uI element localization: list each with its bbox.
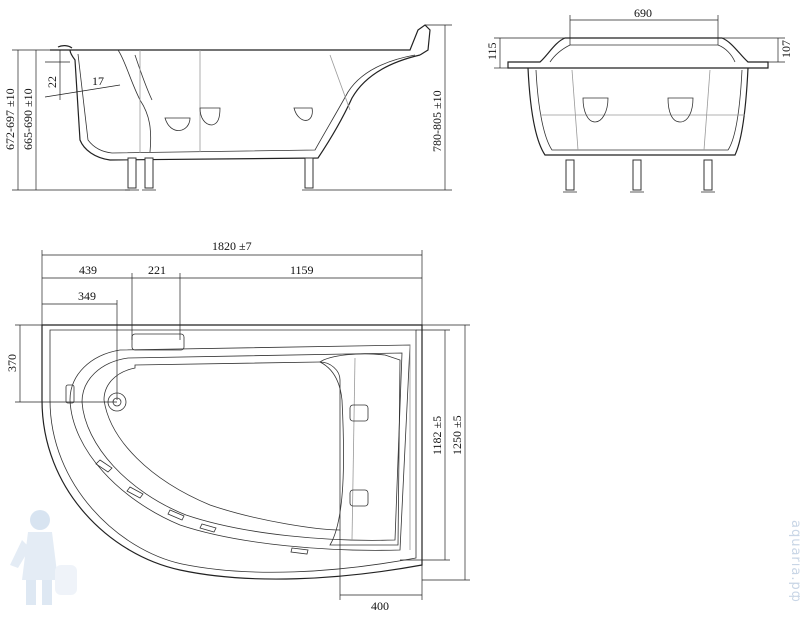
dim-side-height-b: 665-690 ±10: [21, 88, 35, 150]
side-view: [12, 24, 452, 191]
dim-side-17: 17: [92, 74, 104, 88]
dim-top-1182: 1182 ±5: [430, 416, 444, 455]
end-view: [494, 15, 785, 193]
dim-side-height-a: 672-697 ±10: [3, 88, 17, 150]
dim-top-221: 221: [148, 263, 166, 277]
dim-top-349: 349: [78, 289, 96, 303]
dim-top-400: 400: [371, 599, 389, 613]
plumber-logo: [10, 510, 77, 605]
dim-top-439: 439: [79, 263, 97, 277]
dim-end-115: 115: [485, 42, 499, 60]
dim-top-1159: 1159: [290, 263, 314, 277]
dim-top-length: 1820 ±7: [212, 239, 252, 253]
dim-top-370: 370: [5, 354, 19, 372]
dim-end-107: 107: [779, 40, 793, 58]
dim-top-1250: 1250 ±5: [450, 415, 464, 455]
top-view: [15, 250, 470, 600]
watermark-text: aquaria.рф: [788, 520, 800, 603]
dim-end-width: 690: [634, 6, 652, 20]
dim-side-22: 22: [45, 76, 59, 88]
dim-side-height-c: 780-805 ±10: [430, 90, 444, 152]
